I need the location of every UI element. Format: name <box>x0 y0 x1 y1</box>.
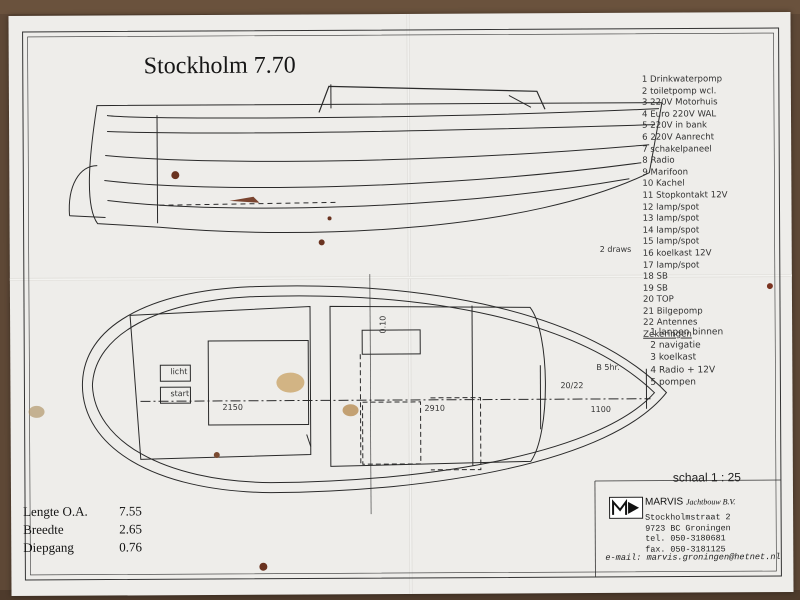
spec-table: Lengte O.A. 7.55 Breedte 2.65 Diepgang 0… <box>23 503 142 558</box>
legend-item: 1 Drinkwaterpomp <box>641 74 723 85</box>
annotation-label: B 5hr. <box>596 362 620 372</box>
legend-item: 21 Bilgepomp <box>643 306 703 317</box>
panel-label: start <box>170 389 190 399</box>
spec-value: 7.55 <box>119 503 142 519</box>
fuse-item: 3 koelkast <box>650 352 697 363</box>
spec-row: Diepgang 0.76 <box>23 539 142 558</box>
company-logo <box>609 496 644 519</box>
coffee-stains <box>28 171 773 571</box>
legend-item: 10 Kachel <box>642 178 685 190</box>
blueprint-sheet: Stockholm 7.70 1 Drinkwaterpomp 2 toilet… <box>8 11 794 597</box>
company-name: MARVIS Jachtbouw B.V. <box>645 496 736 508</box>
boat-drawing <box>22 27 782 581</box>
side-profile <box>68 84 663 234</box>
legend-item: 2 toiletpomp wcl. <box>641 85 717 97</box>
legend-item: 4 Euro 220V WAL <box>641 109 717 120</box>
address-line: tel. 050-3180681 <box>645 533 726 544</box>
legend-item: 11 Stopkontakt 12V <box>642 190 728 201</box>
spec-row: Lengte O.A. 7.55 <box>23 503 142 522</box>
legend-item: 18 SB <box>642 271 668 282</box>
legend-item: 7 schakelpaneel <box>642 143 712 155</box>
plan-view <box>81 274 668 515</box>
fuse-item: 2 navigatie <box>650 339 701 351</box>
dimension-label: 2910 <box>424 403 445 413</box>
scale-label: schaal 1 : 25 <box>672 470 741 485</box>
dimension-label: 2150 <box>222 402 243 412</box>
drawing-border <box>22 27 782 581</box>
company-address: Stockholmstraat 2 9723 BC Groningen tel.… <box>645 512 731 554</box>
panel-label: licht <box>170 367 188 377</box>
legend-item: 8 Radio <box>642 155 675 166</box>
fuse-legend: 1 lanpen binnen 2 navigatie 3 koelkast 4… <box>650 326 723 389</box>
legend-item: 19 SB <box>642 283 668 294</box>
wiring-legend: 1 Drinkwaterpomp 2 toiletpomp wcl. 3 220… <box>642 74 800 342</box>
fuse-item: 1 lanpen binnen <box>650 327 724 338</box>
legend-item: 3 220V Motorhuis <box>641 97 718 108</box>
logo-mark-icon <box>612 498 640 515</box>
spec-label: Breedte <box>23 521 64 537</box>
fuse-item: 5 pompen <box>650 377 696 388</box>
fuse-item: 4 Radio + 12V <box>650 364 716 376</box>
dimension-label: 0.10 <box>378 315 388 334</box>
spec-value: 0.76 <box>119 539 143 555</box>
annotation-label: 2 draws <box>599 244 632 254</box>
legend-item: 15 lamp/spot <box>642 236 700 248</box>
legend-item: 5 220V in bank <box>642 120 708 132</box>
dimension-label: 1100 <box>590 404 611 415</box>
legend-item: 14 lamp/spot <box>642 225 700 236</box>
dimension-label: 20/22 <box>560 381 584 391</box>
legend-item: 20 TOP <box>642 294 674 306</box>
company-email: e-mail: marvis.groningen@hetnet.nl <box>605 552 781 563</box>
company-name-text: MARVIS <box>645 496 684 508</box>
spec-label: Diepgang <box>23 539 74 555</box>
drawing-title: Stockholm 7.70 <box>143 52 296 80</box>
spec-value: 2.65 <box>119 521 142 537</box>
legend-item: 12 lamp/spot <box>642 201 700 213</box>
legend-item: 17 lamp/spot <box>642 259 700 271</box>
company-subtitle: Jachtbouw B.V. <box>685 497 736 507</box>
legend-item: 9 Marifoon <box>642 167 689 178</box>
legend-item: 6 220V Aanrecht <box>642 132 715 143</box>
address-line: Stockholmstraat 2 <box>645 512 731 523</box>
title-block-lines <box>594 479 781 577</box>
spec-label: Lengte O.A. <box>23 503 88 519</box>
spec-row: Breedte 2.65 <box>23 521 142 540</box>
address-line: 9723 BC Groningen <box>645 522 731 534</box>
legend-item: 16 koelkast 12V <box>642 248 712 259</box>
legend-item: 13 lamp/spot <box>642 213 700 224</box>
